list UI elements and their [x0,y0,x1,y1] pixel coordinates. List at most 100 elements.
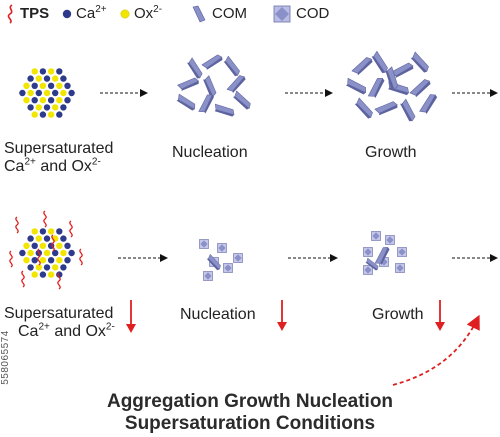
com-crystal [419,94,438,114]
com-crystal [214,103,235,117]
tps-molecule [69,220,73,238]
com-crystal [226,75,246,94]
ox-ion [31,68,38,75]
ox-ion [27,249,34,257]
cod-crystal [199,239,209,249]
ca-ion [64,257,71,264]
ox-ion [47,111,55,118]
ox-ion [52,104,59,111]
legend-ox-label: Ox2- [134,4,163,23]
ca-ion [31,82,38,89]
cod-crystal [371,231,381,241]
com-crystal [374,101,398,116]
ca-ion [43,104,51,111]
ca-ion [39,68,47,75]
ox-ion [23,257,30,264]
ca-ion [31,97,38,104]
row1-ion-cluster [19,68,75,118]
ca-ion [43,235,51,242]
ca-ion [68,89,75,97]
curved-red-arrow [392,314,480,386]
com-crystal [176,93,196,111]
ca-ion [35,89,42,97]
row1-growth-crystals [345,50,438,122]
ox-ion [35,104,42,111]
cod-crystal [223,263,233,273]
cod-crystal [385,235,395,245]
ox-ion [47,271,55,278]
ca-ion [27,104,34,111]
tps-molecule [57,272,61,290]
title-line-1: Aggregation Growth Nucleation [106,391,394,412]
ca-ion [47,97,55,104]
ca-ion [64,82,71,89]
ox-ion [31,271,38,278]
row1-nucleation-label: Nucleation [172,144,248,161]
ca-ion [19,89,26,97]
tps-molecule [9,250,13,268]
com-crystal-icon [192,5,206,23]
ox-ion [31,111,38,118]
ox-ion [23,82,30,89]
ox-ion [56,257,63,264]
ca-ion [27,235,34,242]
ox-ion [35,75,42,82]
com-crystal [206,253,221,271]
ca-ion [60,75,67,82]
ca-ion [47,257,55,264]
legend: TPS Ca2+ Ox2- COM COD [0,0,500,28]
ca-ion [43,75,51,82]
ox-ion [31,228,38,235]
ca-ion [39,228,47,235]
oxalate-dot-icon [120,9,130,19]
ox-ion [35,264,42,271]
row2-nucleation-label: Nucleation [180,306,256,323]
ox-ion [23,97,30,104]
row2-growth-label: Growth [372,306,424,323]
row1-supersaturated-label: Supersaturated Ca2+ and Ox2- [4,140,114,175]
com-crystal [187,57,203,79]
ox-ion [27,89,34,97]
com-crystal [354,97,373,119]
row2-supersaturated-label: Supersaturated Ca2+ and Ox2- [4,305,115,340]
com-crystal [374,247,390,265]
ca-ion [39,111,47,118]
ox-ion [43,249,51,257]
com-crystal [367,78,385,99]
com-crystal [400,98,416,122]
ca-ion [31,242,38,249]
ca-ion [27,75,34,82]
com-crystal [223,55,240,77]
ca-ion [60,264,67,271]
ox-ion [35,235,42,242]
red-down-arrow-3 [435,300,445,331]
red-down-arrow-1 [126,300,136,333]
row2-growth-crystals [363,231,407,275]
tps-molecule [21,270,25,288]
ca-ion [68,249,75,257]
com-crystal [198,94,215,114]
calcium-dot-icon [62,9,72,19]
ca-ion [31,257,38,264]
tps-molecule [43,210,47,228]
com-crystal [371,50,388,74]
ca-ion [64,242,71,249]
ca-ion [60,235,67,242]
cod-crystal-icon [273,5,291,23]
ox-ion [39,82,47,89]
row2-ion-cluster-tps [9,210,83,290]
ca-ion [52,89,59,97]
ox-ion [56,97,63,104]
ca-ion [56,228,63,235]
ca-ion [52,249,59,257]
tps-molecule [79,248,83,266]
ca-ion [43,264,51,271]
com-crystal [410,51,429,73]
ca-ion [60,104,67,111]
ox-ion [23,242,30,249]
ox-ion [52,75,59,82]
com-crystal [201,54,223,70]
cod-crystal [397,247,407,257]
legend-com-label: COM [212,5,247,22]
ox-ion [47,68,55,75]
